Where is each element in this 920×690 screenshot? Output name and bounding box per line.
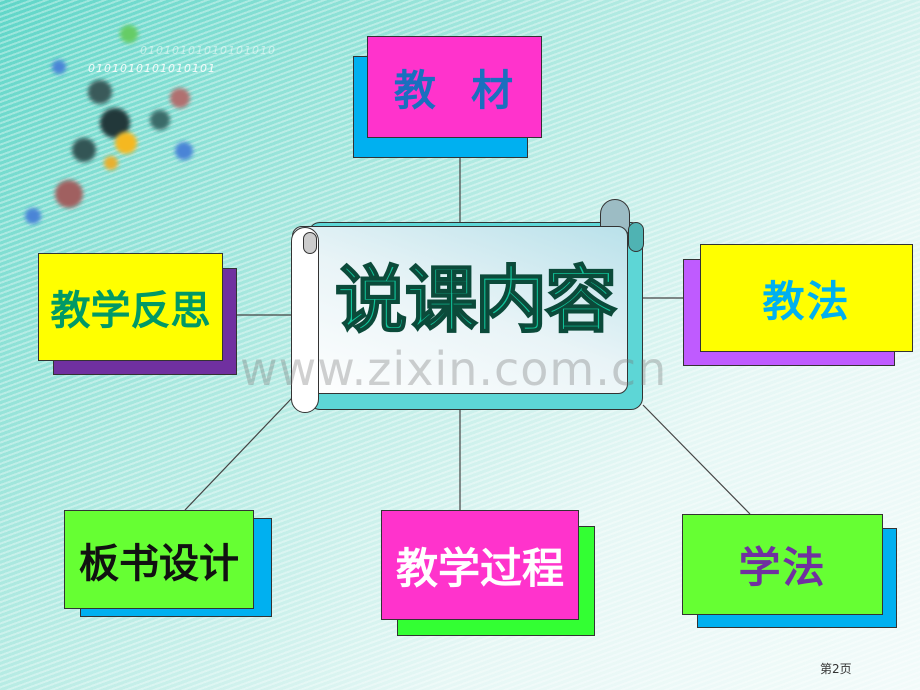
scroll-roll-right-inner [628,222,644,252]
node-textbook[interactable]: 教 材 [367,36,542,138]
slide-title: 说课内容 [334,258,618,342]
binary-text: 0101010101010101 [88,62,216,75]
node-reflection[interactable]: 教学反思 [38,253,223,361]
node-teaching-method[interactable]: 教法 [700,244,913,352]
node-process[interactable]: 教学过程 [381,510,579,620]
page-number: 第2页 [820,662,852,676]
scroll-roll-left [291,227,319,413]
node-board-design[interactable]: 板书设计 [64,510,254,609]
connector-board-design [184,397,293,511]
connector-learning-method [642,404,751,515]
binary-text-faded: 01010101010101010 [140,44,276,57]
scroll-banner [292,226,628,394]
node-learning-method[interactable]: 学法 [682,514,883,615]
scroll-roll-left-cap [303,232,317,254]
watermark: www.zixin.com.cn [240,342,668,396]
